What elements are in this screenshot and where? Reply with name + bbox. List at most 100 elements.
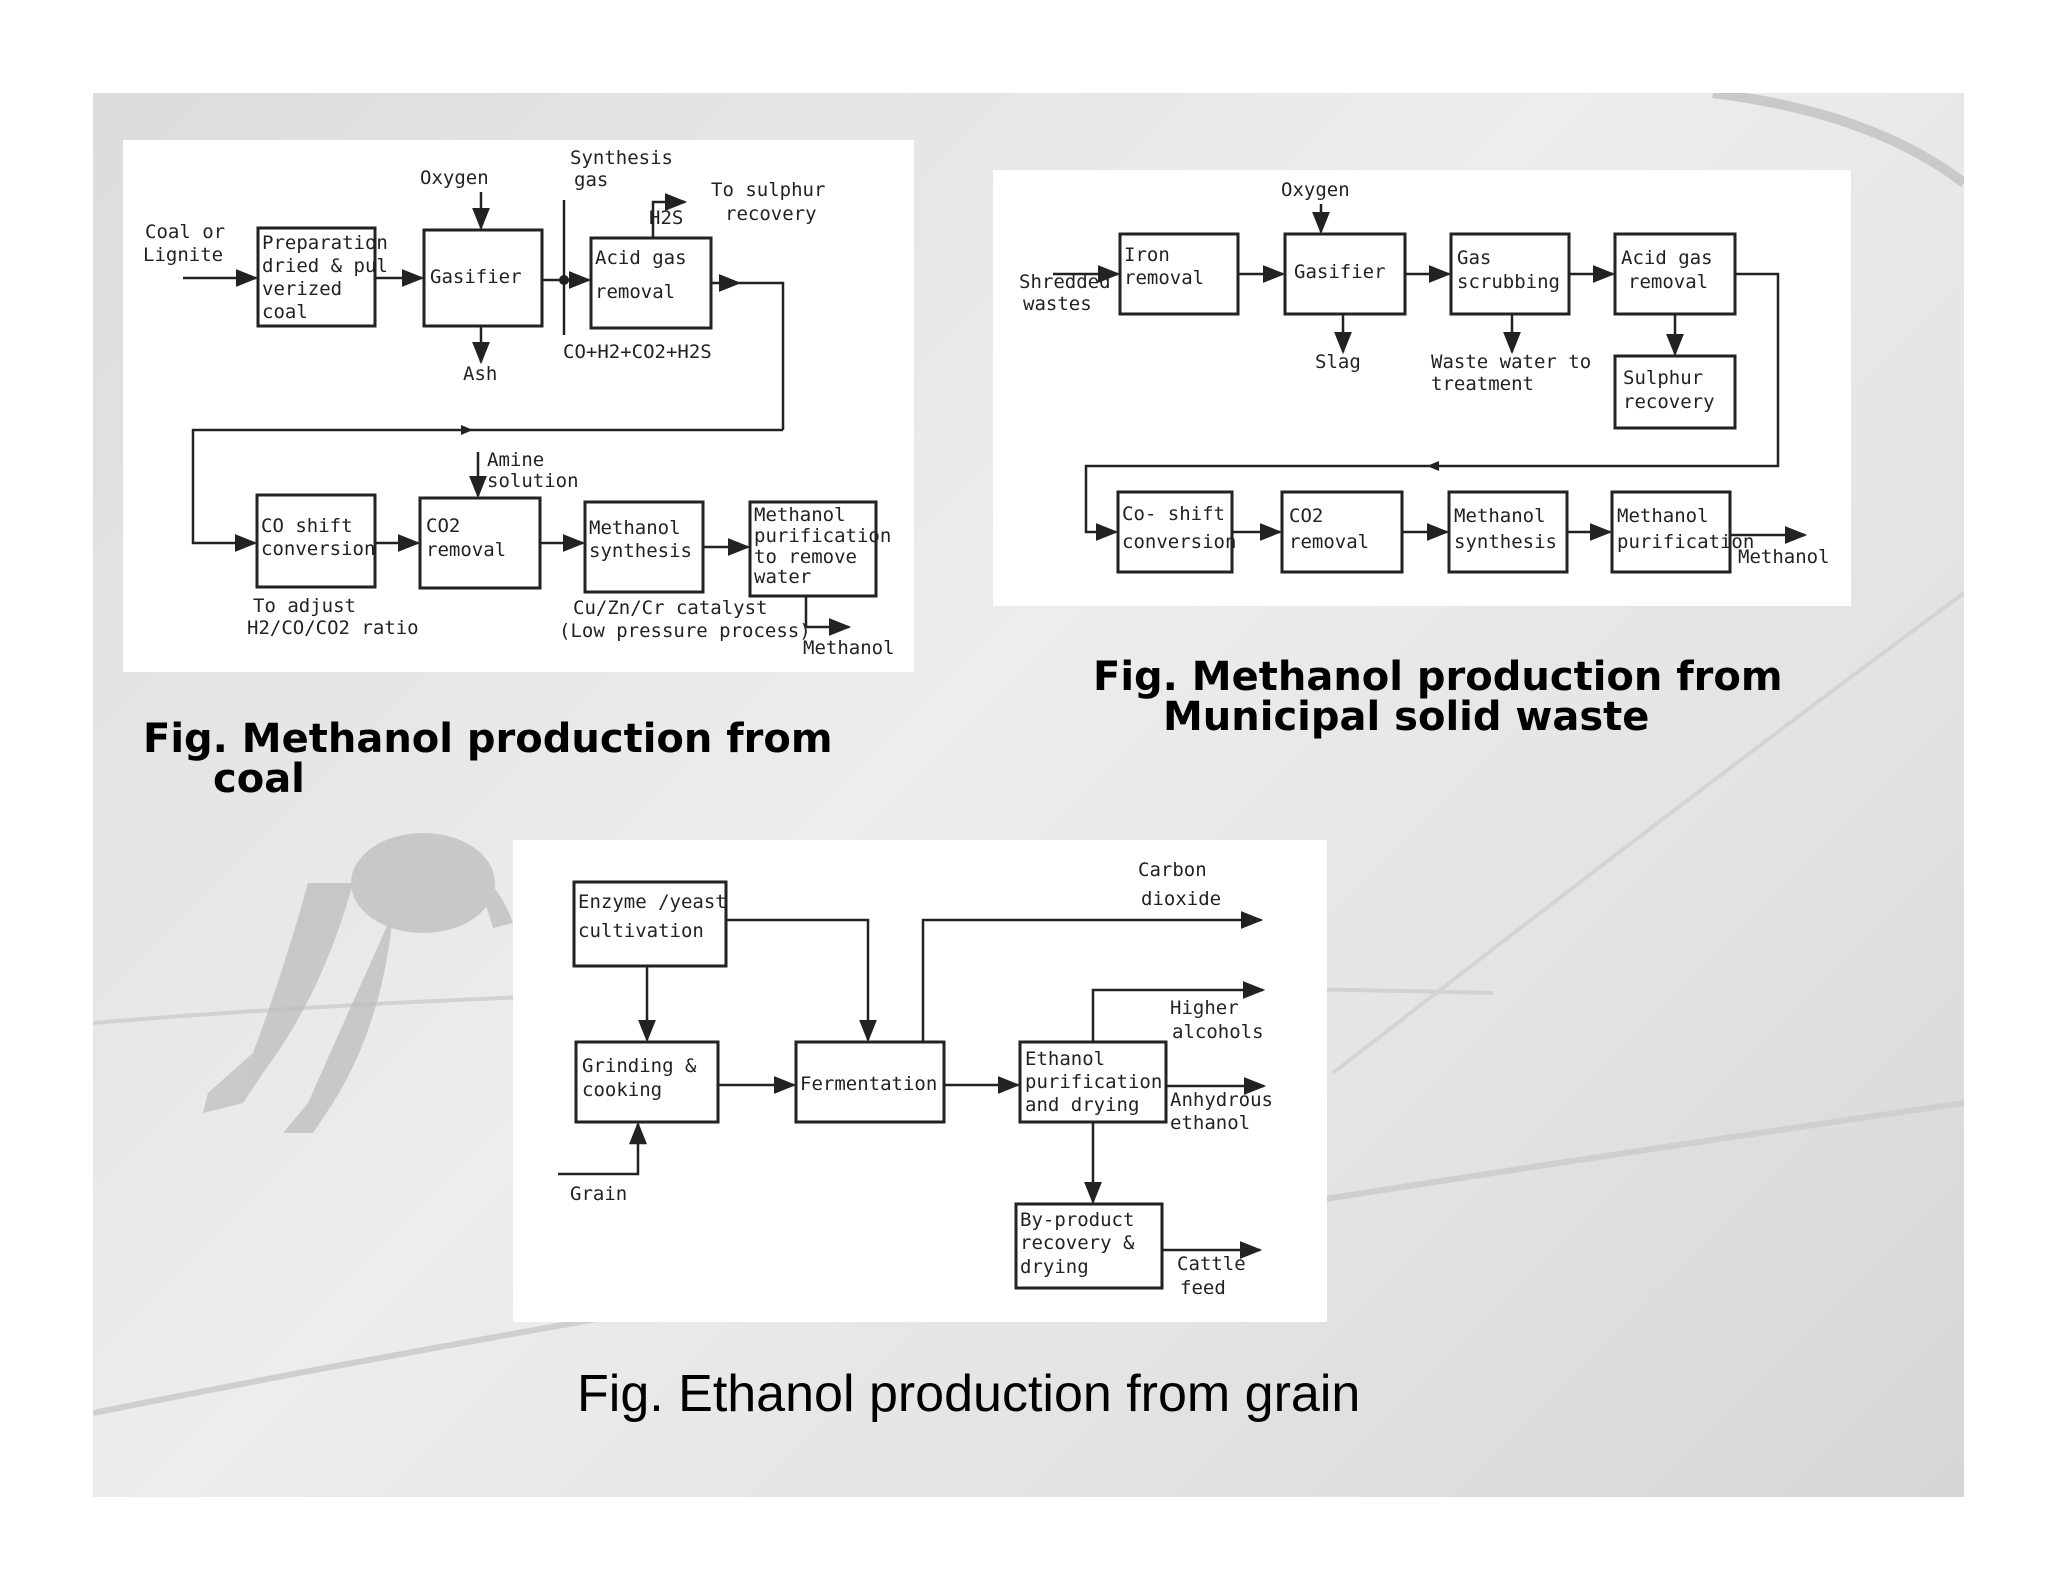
coal-caption-line2: coal	[213, 756, 305, 802]
gasifier-label: Gasifier	[430, 266, 522, 288]
sulphur-line1: Sulphur	[1623, 367, 1703, 389]
co2-line1: CO2	[1289, 505, 1323, 527]
co2-removal-box	[418, 496, 542, 590]
meoh-pur-line2: purification	[754, 525, 891, 547]
grinding-line2: cooking	[582, 1079, 662, 1101]
cattle-feed-line2: feed	[1180, 1277, 1226, 1299]
grain-label: Grain	[570, 1183, 627, 1205]
co2-line2: removal	[1289, 531, 1369, 553]
meoh-synth-line1: Methanol	[1454, 505, 1546, 527]
methanol-output-label: Methanol	[803, 637, 895, 659]
higher-alcohols-line1: Higher	[1170, 997, 1239, 1019]
amine-line1: Amine	[487, 449, 544, 471]
co-shift-line2: conversion	[261, 538, 375, 560]
co-shift-line1: CO shift	[261, 515, 353, 537]
co2-removal-line2: removal	[426, 539, 506, 561]
acid-gas-line1: Acid gas	[1621, 247, 1713, 269]
grain-caption: Fig. Ethanol production from grain	[577, 1368, 1360, 1420]
iron-removal-box	[1118, 232, 1240, 316]
waste-water-line2: treatment	[1431, 373, 1534, 395]
grain-caption-text: Fig. Ethanol production from grain	[577, 1365, 1361, 1423]
oxygen-label: Oxygen	[420, 167, 489, 189]
coal-caption-line1: Fig. Methanol production from	[143, 716, 833, 762]
to-adjust-line1: To adjust	[253, 595, 356, 617]
co2-removal-box	[1280, 490, 1404, 574]
coal-or-lignite-line2: Lignite	[143, 244, 223, 266]
iron-line2: removal	[1124, 267, 1204, 289]
enzyme-box	[572, 880, 728, 968]
ethanol-pur-line1: Ethanol	[1025, 1048, 1105, 1070]
meoh-pur-line3: to remove	[754, 546, 857, 568]
meoh-synth-line1: Methanol	[589, 517, 681, 539]
byproduct-line3: drying	[1020, 1256, 1089, 1278]
to-sulphur-line2: recovery	[725, 203, 817, 225]
cattle-feed-line1: Cattle	[1177, 1253, 1246, 1275]
grinding-box	[574, 1040, 720, 1124]
co-shift-box	[1116, 490, 1234, 574]
methanol-purification-box	[748, 500, 878, 598]
gas-scrub-line2: scrubbing	[1457, 271, 1560, 293]
catalyst-line1: Cu/Zn/Cr catalyst	[573, 597, 767, 619]
shredded-line2: wastes	[1023, 293, 1092, 315]
co-shift-box	[255, 493, 377, 589]
meoh-synth-line2: synthesis	[589, 540, 692, 562]
meoh-pur-line1: Methanol	[1617, 505, 1709, 527]
ethanol-pur-line2: purification	[1025, 1071, 1162, 1093]
carbon-dioxide-line2: dioxide	[1141, 888, 1221, 910]
msw-caption-line2: Municipal solid waste	[1163, 694, 1650, 740]
msw-caption: Fig. Methanol production from Municipal …	[1093, 657, 1783, 737]
runner-silhouette	[203, 833, 513, 1133]
h2s-label: H2S	[649, 207, 683, 229]
meoh-synth-line2: synthesis	[1454, 531, 1557, 553]
sulphur-line2: recovery	[1623, 391, 1715, 413]
acid-gas-removal-box	[1613, 232, 1737, 316]
methanol-output-label: Methanol	[1738, 546, 1830, 568]
to-adjust-line2: H2/CO/CO2 ratio	[247, 617, 419, 639]
coal-diagram: Preparation dried & pul verized coal Gas…	[123, 140, 914, 672]
co-shift-line1: Co- shift	[1122, 503, 1225, 525]
byproduct-line1: By-product	[1020, 1209, 1134, 1231]
byproduct-box	[1014, 1202, 1164, 1290]
gas-scrubbing-box	[1449, 232, 1571, 316]
msw-caption-line1: Fig. Methanol production from	[1093, 654, 1783, 700]
prep-line4: coal	[262, 301, 308, 323]
acid-gas-line2: removal	[595, 281, 675, 303]
gas-mixture-label: CO+H2+CO2+H2S	[563, 341, 712, 363]
methanol-synthesis-box	[583, 500, 705, 594]
iron-line1: Iron	[1124, 244, 1170, 266]
ash-label: Ash	[463, 363, 497, 385]
fermentation-label: Fermentation	[800, 1073, 937, 1095]
carbon-dioxide-line1: Carbon	[1138, 859, 1207, 881]
higher-alcohols-line2: alcohols	[1172, 1021, 1264, 1043]
gas-scrub-line1: Gas	[1457, 247, 1491, 269]
prep-line2: dried & pul	[262, 255, 388, 277]
coal-caption: Fig. Methanol production from coal	[143, 719, 833, 799]
synthesis-gas-line1: Synthesis	[570, 147, 673, 169]
enzyme-line1: Enzyme /yeast	[578, 891, 727, 913]
oxygen-label: Oxygen	[1281, 179, 1350, 201]
amine-line2: solution	[487, 470, 579, 492]
gasifier-label: Gasifier	[1294, 261, 1386, 283]
synthesis-gas-line2: gas	[574, 169, 608, 191]
waste-water-line1: Waste water to	[1431, 351, 1591, 373]
msw-diagram: Iron removal Gasifier Gas scrubbing Acid…	[993, 170, 1851, 606]
grain-diagram: Enzyme /yeast cultivation Grinding & coo…	[513, 840, 1327, 1322]
slag-label: Slag	[1315, 351, 1361, 373]
byproduct-line2: recovery &	[1020, 1232, 1135, 1254]
to-sulphur-line1: To sulphur	[711, 179, 825, 201]
meoh-pur-line1: Methanol	[754, 504, 846, 526]
meoh-pur-line2: purification	[1617, 531, 1754, 553]
co2-removal-line1: CO2	[426, 515, 460, 537]
anhydrous-line1: Anhydrous	[1170, 1089, 1273, 1111]
ethanol-pur-line3: and drying	[1025, 1094, 1139, 1116]
prep-line1: Preparation	[262, 232, 388, 254]
meoh-pur-line4: water	[754, 566, 811, 588]
prep-line3: verized	[262, 278, 342, 300]
methanol-synthesis-box	[1447, 490, 1569, 574]
enzyme-line2: cultivation	[578, 920, 704, 942]
acid-gas-line2: removal	[1628, 271, 1708, 293]
co-shift-line2: conversion	[1122, 531, 1236, 553]
catalyst-line2: (Low pressure process)	[559, 620, 811, 642]
acid-gas-line1: Acid gas	[595, 247, 687, 269]
shredded-line1: Shredded	[1019, 271, 1111, 293]
